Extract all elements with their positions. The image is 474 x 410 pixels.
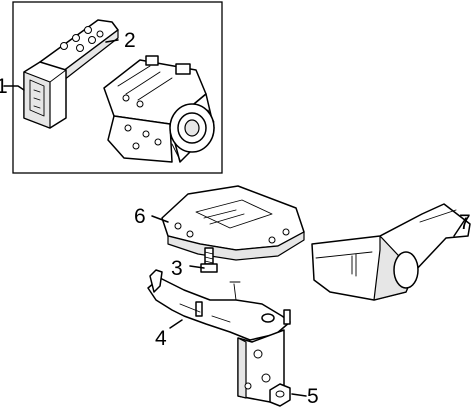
- leader-line-2: [105, 39, 119, 43]
- callout-labels: 1 2 3 4 5 6 7: [0, 29, 471, 408]
- leader-line-7: [453, 217, 467, 237]
- assembly-group-box: [12, 1, 223, 174]
- leader-line-5: [291, 393, 307, 397]
- callout-3: 3: [171, 257, 183, 280]
- leader-line-1: [3, 85, 25, 91]
- callout-4: 4: [155, 327, 167, 350]
- leader-lines: [3, 39, 467, 397]
- nut-part-5: [269, 383, 291, 407]
- callout-5: 5: [307, 385, 319, 408]
- leader-line-6: [151, 215, 169, 223]
- callout-1: 1: [0, 75, 8, 98]
- hydraulic-unit-part-1: [103, 55, 215, 163]
- leader-line-3: [189, 265, 205, 269]
- callout-7: 7: [459, 211, 471, 234]
- leader-line-4: [169, 319, 183, 329]
- bracket-part-4: [147, 269, 291, 403]
- shield-part-7: [311, 203, 471, 301]
- mounting-plate-part-6: [161, 185, 305, 261]
- callout-6: 6: [134, 205, 146, 228]
- callout-2: 2: [124, 29, 136, 52]
- control-module-part-2: [23, 19, 119, 129]
- bolt-part-3: [200, 247, 218, 273]
